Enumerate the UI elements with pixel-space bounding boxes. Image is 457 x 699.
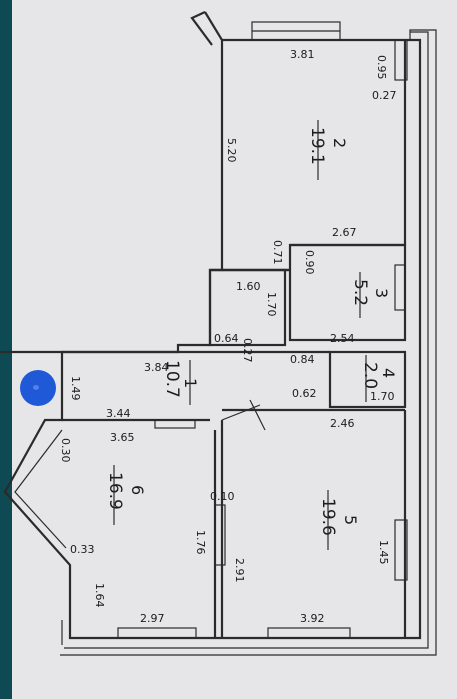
dim-label: 1.45	[377, 540, 390, 565]
dim-label: 1.60	[236, 280, 261, 293]
room-4-area: 2.0	[360, 362, 380, 389]
location-marker	[20, 370, 56, 406]
dim-label: 3.81	[290, 48, 315, 61]
dim-label: 0.95	[375, 55, 388, 80]
room-6-area: 16.9	[105, 472, 125, 510]
room-5-number: 5	[341, 515, 360, 525]
marker-dot	[33, 385, 39, 390]
dim-label: 2.67	[332, 226, 357, 239]
dim-label: 0.62	[292, 387, 317, 400]
dim-label: 0.10	[210, 490, 235, 503]
dim-label: 3.65	[110, 431, 135, 444]
dim-label: 3.44	[106, 407, 131, 420]
room-2-area: 19.1	[307, 127, 327, 165]
dim-label: 0.90	[303, 250, 316, 275]
room-labels: 1 10.7 2 19.1 3 5.2 4	[105, 120, 398, 550]
dim-label: 1.76	[194, 530, 207, 555]
dim-label: 2.54	[330, 332, 355, 345]
room-3-number: 3	[372, 288, 391, 298]
dim-label: 3.84	[144, 361, 169, 374]
dim-label: 1.70	[265, 292, 278, 317]
photo-edge	[0, 0, 12, 699]
dim-label: 2.97	[140, 612, 165, 625]
walls	[0, 11, 437, 656]
dim-label: 5.20	[225, 138, 238, 163]
dim-label: 0.84	[290, 353, 315, 366]
room-1-area: 10.7	[162, 360, 182, 398]
dim-label: 0.33	[70, 543, 95, 556]
dim-label: 3.92	[300, 612, 325, 625]
dim-label: 2.46	[330, 417, 355, 430]
room-4-number: 4	[379, 368, 398, 378]
dim-label: 0.27	[372, 89, 397, 102]
dim-label: 1.70	[370, 390, 395, 403]
room-6-number: 6	[128, 485, 147, 495]
dim-label: 2.91	[233, 558, 246, 583]
room-2-number: 2	[330, 138, 349, 148]
dim-label: 0.71	[271, 240, 284, 265]
dim-label: 0.64	[214, 332, 239, 345]
dim-label: 1.64	[93, 583, 106, 608]
dimension-labels: 3.81 0.95 0.27 5.20 2.67 0.71 0.90 1.60 …	[59, 48, 397, 625]
dim-label: 0.27	[241, 338, 254, 363]
dim-label: 0.30	[59, 438, 72, 463]
dim-label: 1.49	[69, 376, 82, 401]
